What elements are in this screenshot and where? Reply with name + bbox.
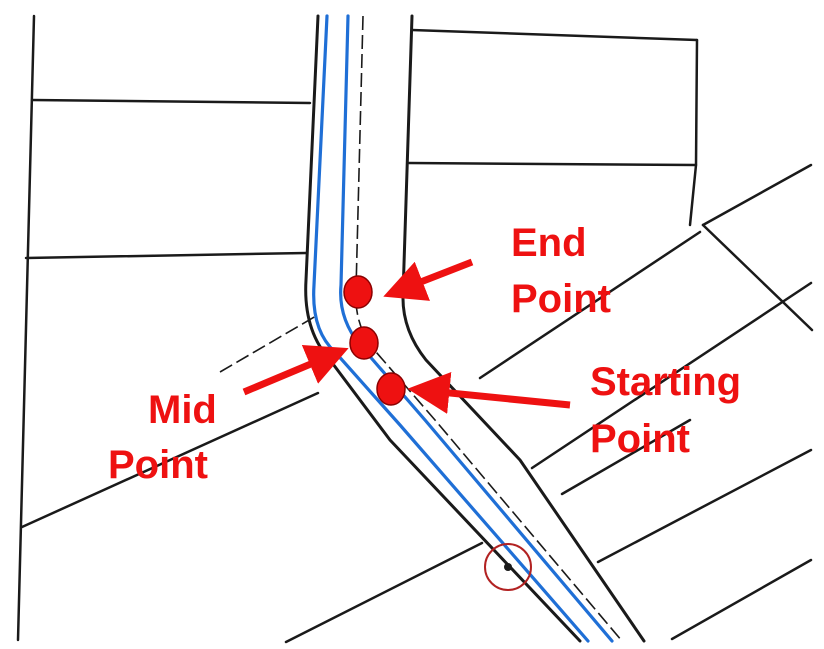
starting-point-marker[interactable]: [376, 372, 406, 406]
parcel-line-right-lower-b: [530, 281, 813, 470]
starting-point-arrow: [407, 372, 571, 414]
end-point-marker[interactable]: [343, 275, 373, 309]
manhole-marker: [484, 543, 532, 591]
mid-point-label-line1: Mid: [148, 388, 217, 432]
parcel-line-right-diag-a: [701, 163, 813, 227]
parcel-line-left-top: [30, 98, 312, 105]
parcel-line-right-diag-b: [701, 223, 814, 332]
mid-point-arrow: [242, 345, 349, 396]
parcel-line-right-lower-c: [560, 418, 692, 496]
parcel-line-right-lower-d: [596, 448, 813, 564]
mid-point-label-line2: Point: [108, 443, 208, 487]
point-markers: [343, 275, 406, 406]
end-point-arrow: [383, 258, 474, 301]
parcel-line-bottom-left: [284, 541, 484, 644]
annotation-labels: End Point Mid Point Starting Point: [108, 221, 741, 487]
manhole-dot: [504, 563, 512, 571]
end-point-label-line1: End: [511, 221, 587, 265]
starting-point-label-line1: Starting: [590, 360, 741, 404]
circle-target-icon: [484, 543, 532, 591]
parcel-line-right-top: [410, 28, 699, 42]
parcel-lines: [16, 14, 814, 644]
annotation-arrows: [242, 258, 571, 414]
end-point-label-line2: Point: [511, 277, 611, 321]
parcel-line-right-lower-a: [478, 230, 702, 380]
mid-point-marker[interactable]: [349, 326, 379, 360]
parcel-line-right-lower-e: [670, 558, 813, 641]
parcel-line-left: [16, 14, 36, 642]
parcel-line-lower-left: [20, 391, 320, 529]
parcel-line-left-mid: [24, 251, 308, 260]
parcel-line-right-mid: [407, 161, 698, 167]
starting-point-label-line2: Point: [590, 417, 690, 461]
